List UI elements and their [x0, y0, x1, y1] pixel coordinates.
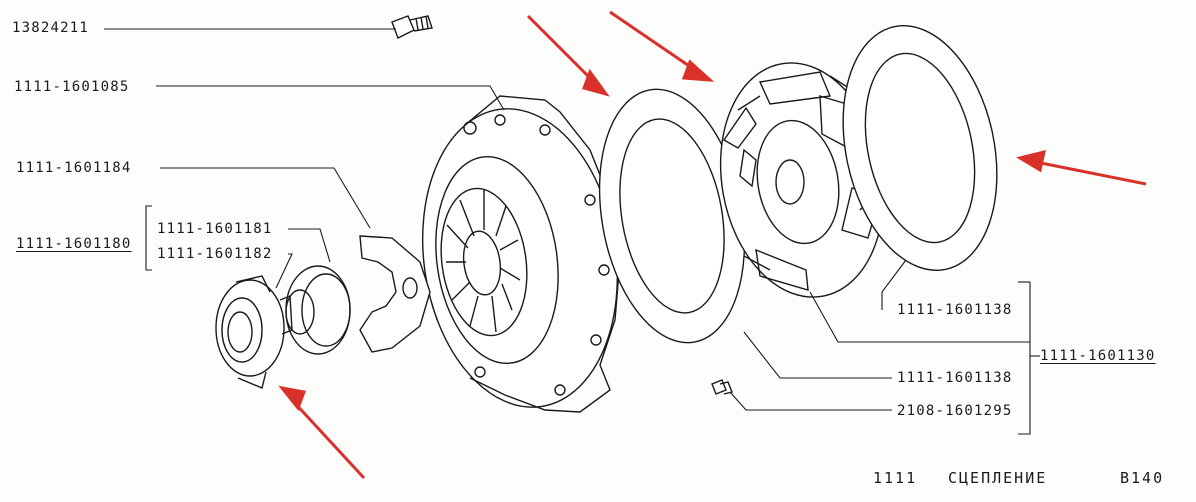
label-bearing-assembly: 1111-1601180 — [16, 236, 132, 252]
bearing-sleeve-part — [215, 275, 293, 389]
pressure-plate-part — [421, 95, 621, 413]
label-bearing-sleeve: 1111-1601181 — [157, 221, 273, 237]
footer-model: 1111 — [873, 469, 918, 487]
release-bearing-part — [285, 265, 351, 355]
label-friction-ring-upper: 1111-1601138 — [897, 302, 1013, 318]
label-friction-ring-lower: 1111-1601138 — [897, 370, 1013, 386]
annotation-arrows — [278, 10, 1147, 480]
friction-ring-right-part — [842, 25, 998, 271]
footer-title: СЦЕПЛЕНИЕ — [948, 469, 1048, 487]
label-clutch-disc: 1111-1601130 — [1040, 348, 1156, 364]
label-bolt: 13824211 — [12, 20, 90, 36]
label-release-bearing: 1111-1601182 — [157, 246, 273, 262]
spring-clip-part — [359, 235, 431, 353]
bolt-part — [391, 15, 433, 39]
label-spring-clip: 1111-1601184 — [16, 160, 132, 176]
friction-ring-left-part — [598, 88, 746, 344]
footer-code: B140 — [1120, 469, 1165, 487]
rivet-part — [711, 379, 733, 395]
label-rivet: 2108-1601295 — [897, 403, 1013, 419]
label-pressure-plate: 1111-1601085 — [14, 79, 130, 95]
